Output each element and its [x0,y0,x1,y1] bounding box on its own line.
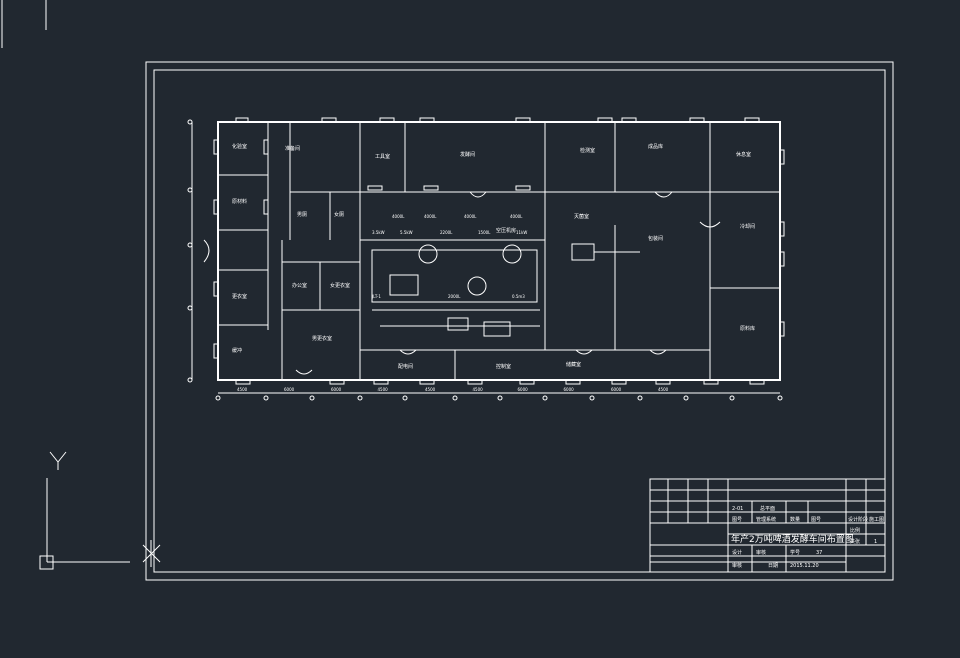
tb-row4-a: 设计 [732,549,742,556]
tb-row1-b: 总平面 [760,505,775,512]
axis-bubble [637,395,643,401]
room-label: 女厕 [334,211,344,218]
axis-bubble [187,305,193,311]
room-label: 发酵间 [460,151,475,158]
tb-row4-c: 学号 [790,549,800,556]
axis-bubble [402,395,408,401]
dimension-label: 4500 [658,387,669,392]
tb-row2-f: 施工图 [869,516,884,523]
grid-axis-markers: 4500 6000 6000 4500 4500 4500 6000 6000 6000 4500 [187,119,783,401]
title-block-text: 2-01 总平面 图号 管理系统 数量 图号 设计阶段 施工图 年产2万吨啤酒发… [731,505,884,569]
tb-row4-d: 37 [816,550,822,556]
axis-bubble [729,395,735,401]
room-label: 原材料 [232,198,247,205]
tb-sheet-label: 共张 [850,538,860,545]
dimension-label: 4500 [425,387,436,392]
room-label: 冷却间 [740,223,755,230]
room-label: 女更衣室 [330,282,350,289]
tb-sheet-value: 1 [874,539,877,545]
axis-bubble [452,395,458,401]
tb-row2-e: 设计阶段 [848,516,868,523]
equipment-tag: 5.5kW [400,230,413,235]
dimension-label: 6000 [564,387,575,392]
equipment-tag: 1500L [478,230,491,235]
axis-bubble [309,395,315,401]
tb-row5-a: 审核 [732,562,742,569]
dimension-label: 6000 [284,387,295,392]
equipment-tag: 2000L [448,294,461,299]
tb-row1-a: 2-01 [732,506,743,512]
dimension-label: 4500 [237,387,248,392]
axis-bubble [683,395,689,401]
title-block [649,478,886,573]
dimension-label: 4500 [378,387,389,392]
room-label: 准备间 [285,145,300,152]
axis-bubble [187,242,193,248]
axis-bubble [357,395,363,401]
axis-bubble [542,395,548,401]
room-label: 男厕 [297,212,307,218]
floor-plan[interactable] [191,117,785,394]
room-label: 控制室 [496,363,511,370]
tb-row2-a: 图号 [732,517,742,523]
room-label: 办公室 [292,282,307,289]
axis-bubble [187,377,193,383]
axis-bubble [215,395,221,401]
tb-row5-b: 日期 [768,563,778,569]
room-label: 空压机房 [496,227,516,234]
axis-bubble [187,119,193,125]
tb-row5-c: 2015.11.20 [790,563,819,569]
room-label: 成品库 [648,143,663,150]
drawing-outer-frame [145,61,894,581]
dimension-label: 6000 [518,387,529,392]
room-label: 化验室 [232,143,247,150]
room-label: 男更衣室 [312,335,332,342]
room-label: 休息室 [736,151,751,158]
crosshair-cursor-icon [142,540,161,567]
tb-row2-d: 图号 [811,517,821,523]
room-label: 工具室 [375,153,390,160]
equipment-tag: 4000L [424,214,437,219]
axis-bubble [777,395,783,401]
dimension-label: 4500 [473,387,484,392]
ucs-icon [39,451,130,570]
room-label: 包装间 [648,235,663,242]
room-label: 灭菌室 [574,213,589,220]
equipment-tag: 4000L [392,214,405,219]
dimension-label: 6000 [611,387,622,392]
tb-row4-b: 审核 [756,549,766,556]
axis-bubble [187,187,193,193]
tb-row2-c: 数量 [790,516,800,523]
axis-bubble [589,395,595,401]
equipment-tag: 4000L [510,214,523,219]
room-label: 缓冲 [232,347,242,354]
room-label: 原料库 [740,325,755,332]
tb-row2-b: 管理系统 [756,516,776,523]
room-label: 检测室 [580,147,595,154]
room-label: 储藏室 [566,361,581,368]
dimension-label: 6000 [331,387,342,392]
equipment-tag: 4000L [464,214,477,219]
equipment-tag: 3.5kW [372,230,385,235]
room-label: 配电间 [398,363,413,370]
drawing-inner-frame [153,69,886,573]
equipment-tag: 11kW [516,230,527,235]
drawing-title: 年产2万吨啤酒发酵车间布置图 [731,533,854,545]
equipment-tag: JLT-1 [371,294,381,299]
room-label: 更衣室 [232,293,247,300]
tb-scale-label: 比例 [850,527,860,534]
equipment-tag: 2200L [440,230,453,235]
axis-bubble [263,395,269,401]
axis-bubble [497,395,503,401]
equipment-tag: 0.5m3 [512,294,525,299]
